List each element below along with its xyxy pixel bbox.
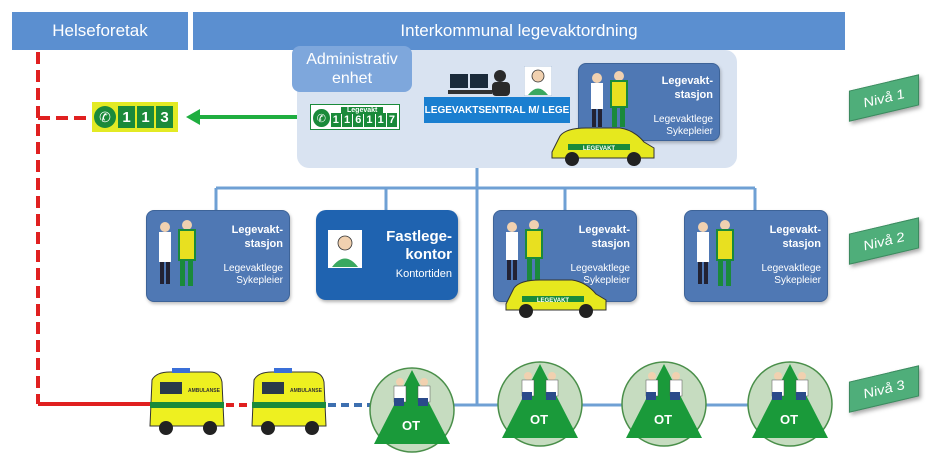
- station-role: Sykepleier: [236, 275, 283, 286]
- computer-workstation-icon: [448, 70, 510, 96]
- helseforetak-label: Helseforetak: [52, 21, 148, 40]
- ot-unit-1: OT: [368, 366, 456, 454]
- interkommunal-label: Interkommunal legevaktordning: [400, 21, 638, 40]
- ot-label: OT: [530, 412, 549, 427]
- digit: 7: [386, 113, 398, 127]
- header-interkommunal: Interkommunal legevaktordning: [193, 12, 845, 50]
- ambulance-icon: AMBULANSE: [251, 368, 327, 435]
- station-role: Sykepleier: [666, 126, 713, 137]
- digit: 1: [330, 113, 341, 127]
- level-3-text: Nivå 3: [861, 376, 907, 402]
- legevakt-number-label: Legevakt: [341, 107, 384, 114]
- station-title: stasjon: [782, 238, 821, 250]
- ambulance-text: AMBULANSE: [290, 388, 323, 394]
- legevaktsentral-text: LEGEVAKTSENTRAL M/ LEGE: [424, 104, 570, 116]
- ot-unit-4: OT: [746, 360, 834, 448]
- car-text: LEGEVAKT: [537, 298, 570, 304]
- ambulance-icon: AMBULANSE: [149, 368, 225, 435]
- fastlege-title: kontor: [405, 246, 452, 263]
- digit: 1: [364, 113, 375, 127]
- fastlege-hours: Kontortiden: [395, 268, 452, 280]
- station-title: stasjon: [674, 89, 713, 101]
- ot-circle-icon: [621, 361, 707, 447]
- station-role: Legevaktlege: [653, 114, 714, 125]
- legevakt-car-icon: LEGEVAKT: [551, 127, 655, 166]
- ot-label: OT: [654, 412, 673, 427]
- station-role: Legevaktlege: [761, 263, 822, 274]
- station-role: Legevaktlege: [570, 263, 631, 274]
- admin-unit-box: Administrativ enhet: [292, 46, 412, 92]
- doctor-nurse-icon: [697, 220, 734, 286]
- digit: 3: [156, 106, 173, 128]
- ot-unit-3: OT: [620, 360, 708, 448]
- header-helseforetak: Helseforetak: [12, 12, 188, 50]
- digit: 1: [375, 113, 386, 127]
- ot-circle-icon: [369, 367, 455, 453]
- station-title: stasjon: [244, 238, 283, 250]
- legevakt-car-icon: LEGEVAKT: [505, 279, 607, 318]
- doctor-nurse-icon: [159, 220, 196, 286]
- phone-icon: ✆: [313, 109, 330, 127]
- station-title: Legevakt-: [769, 224, 821, 236]
- ot-unit-2: OT: [496, 360, 584, 448]
- fastlege-title: Fastlege-: [386, 228, 452, 245]
- ot-circle-icon: [497, 361, 583, 447]
- station-role: Sykepleier: [774, 275, 821, 286]
- emergency-113-number: ✆ 1 1 3: [92, 102, 178, 132]
- station-role: Legevaktlege: [223, 263, 284, 274]
- legevakt-phone-number: ✆ 1 1 6 1 1 7 Legevakt: [310, 104, 400, 130]
- doctor-avatar-icon: [328, 230, 362, 268]
- station-level2-middle: Legevakt- stasjon Legevaktlege Sykepleie…: [493, 210, 637, 302]
- station-level2-right: Legevakt- stasjon Legevaktlege Sykepleie…: [684, 210, 828, 302]
- station-level2-left: Legevakt- stasjon Legevaktlege Sykepleie…: [146, 210, 290, 302]
- ot-circle-icon: [747, 361, 833, 447]
- digit: 6: [353, 113, 364, 127]
- doctor-nurse-icon: [591, 71, 628, 127]
- digit: 1: [137, 106, 154, 128]
- level-2-text: Nivå 2: [861, 228, 907, 254]
- phone-icon: ✆: [94, 106, 116, 128]
- legevaktsentral-label: LEGEVAKTSENTRAL M/ LEGE: [424, 97, 570, 123]
- station-title: Legevakt-: [578, 224, 630, 236]
- level-1-text: Nivå 1: [861, 85, 907, 111]
- digit: 1: [341, 113, 353, 127]
- station-title: Legevakt-: [661, 75, 713, 87]
- doctor-avatar-icon: [524, 66, 552, 96]
- doctor-nurse-icon: [506, 220, 543, 282]
- station-role: Sykepleier: [583, 275, 630, 286]
- fastlege-office: Fastlege- kontor Kontortiden: [316, 210, 458, 300]
- station-title: stasjon: [591, 238, 630, 250]
- admin-line1: Administrativ: [306, 51, 398, 68]
- admin-line2: enhet: [331, 70, 373, 87]
- ot-label: OT: [780, 412, 799, 427]
- ambulance-text: AMBULANSE: [188, 388, 221, 394]
- car-text: LEGEVAKT: [583, 146, 616, 152]
- ot-label: OT: [402, 418, 421, 433]
- digit: 1: [118, 106, 135, 128]
- station-title: Legevakt-: [231, 224, 283, 236]
